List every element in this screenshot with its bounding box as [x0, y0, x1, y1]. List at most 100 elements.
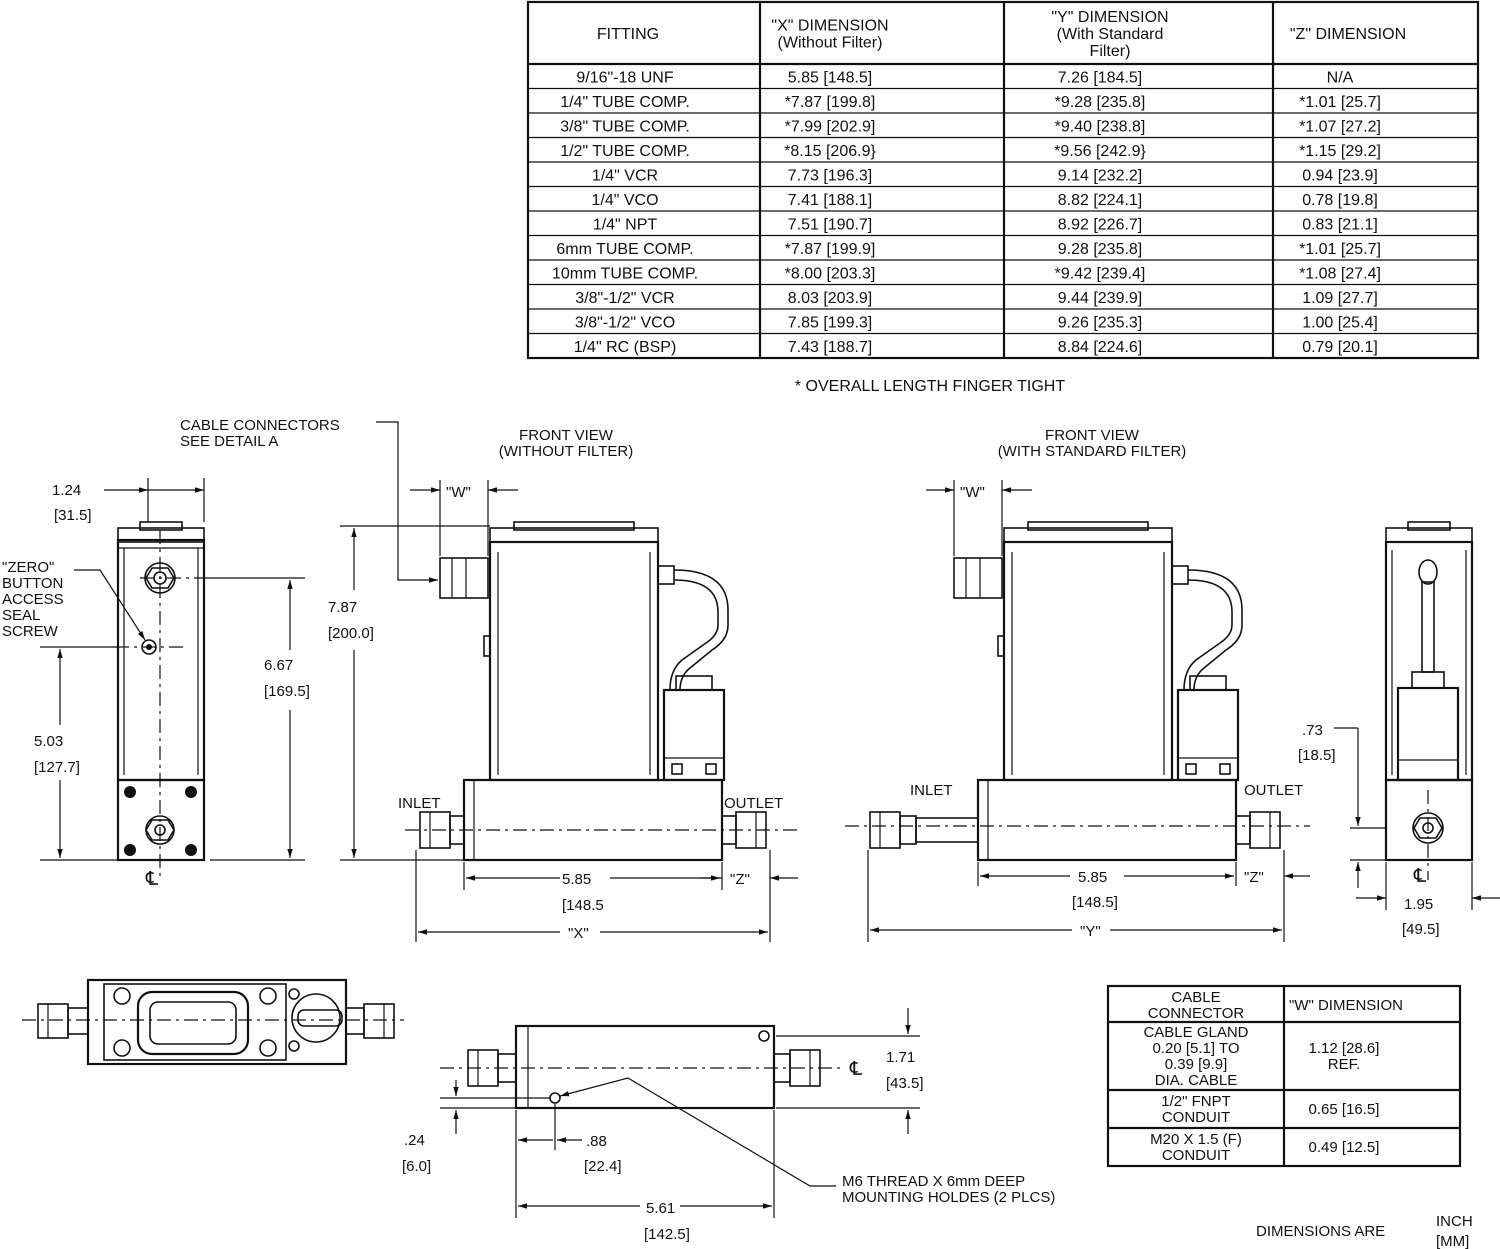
table-cell: *9.28 [235.8]: [1055, 94, 1146, 111]
table-header-cell: "Y" DIMENSION: [1051, 9, 1168, 26]
dim-169-5: [169.5]: [264, 683, 310, 700]
outlet-label: OUTLET: [724, 795, 783, 812]
units-label: INCH: [1436, 1213, 1473, 1230]
w-table-connector-cell: 1/2" FNPT: [1161, 1093, 1231, 1110]
table-cell: *8.00 [203.3]: [785, 265, 876, 282]
dim-127-7: [127.7]: [34, 759, 80, 776]
cable-connectors-label: CABLE CONNECTORS: [180, 417, 340, 434]
end-view-right: [1384, 521, 1474, 880]
bottom-view-dimensions: 1.71 [43.5] .24 [6.0] .88 [22.4] 5.61 [1…: [402, 1008, 1055, 1243]
w-table-dimension-cell: REF.: [1328, 1056, 1361, 1073]
w-table-connector-cell: CONDUIT: [1162, 1109, 1230, 1126]
table-cell: 9.26 [235.3]: [1058, 314, 1143, 331]
w-table-connector-cell: CABLE GLAND: [1143, 1024, 1248, 1041]
end-view-left: [115, 521, 206, 880]
dim-7-87: 7.87: [328, 599, 357, 616]
table-cell: *1.01 [25.7]: [1299, 241, 1381, 258]
table-cell: *1.15 [29.2]: [1299, 143, 1381, 160]
front-view-without-filter: FRONT VIEW(WITHOUT FILTER) INLET OUTLET: [398, 427, 800, 862]
table-cell: 9.44 [239.9]: [1058, 290, 1143, 307]
table-cell: 9/16"-18 UNF: [576, 69, 674, 86]
dim-18-5: [18.5]: [1298, 747, 1336, 764]
table-cell: 5.85 [148.5]: [788, 69, 873, 86]
table-cell: 1.00 [25.4]: [1302, 314, 1378, 331]
outlet-label-b: OUTLET: [1244, 782, 1303, 799]
table-header-cell: (With Standard: [1057, 26, 1164, 43]
mounting-holes-label: MOUNTING HOLDES (2 PLCS): [842, 1189, 1055, 1206]
dim-6-0: [6.0]: [402, 1158, 431, 1175]
inlet-label: INLET: [398, 795, 441, 812]
table-cell: *9.56 [242.9}: [1054, 143, 1146, 160]
dim-148-5-a: [148.5: [562, 897, 604, 914]
centerline-symbol-bottom: ℄: [849, 1059, 863, 1080]
table-cell: 10mm TUBE COMP.: [552, 265, 698, 282]
w-table-connector-cell: M20 X 1.5 (F): [1150, 1131, 1242, 1148]
dim-73: .73: [1302, 722, 1323, 739]
table-cell: 8.03 [203.9]: [788, 290, 873, 307]
end-view-right-dimensions: .73 [18.5] 1.95 [49.5] ℄: [1298, 722, 1500, 938]
table-cell: 1/4" NPT: [593, 216, 658, 233]
top-view: [22, 978, 404, 1066]
w-dim-label-b: "W": [960, 484, 985, 501]
table-cell: *7.99 [202.9]: [785, 118, 876, 135]
mounting-holes-label: M6 THREAD X 6mm DEEP: [842, 1173, 1025, 1190]
table-header-cell: (Without Filter): [778, 35, 883, 52]
dim-43-5: [43.5]: [886, 1075, 924, 1092]
dim-49-5: [49.5]: [1402, 921, 1440, 938]
table-cell: 8.92 [226.7]: [1058, 216, 1143, 233]
dim-1-24: 1.24: [52, 482, 81, 499]
w-table-dimension-cell: 0.49 [12.5]: [1309, 1139, 1380, 1156]
fitting-dimension-table: FITTING"X" DIMENSION(Without Filter)"Y" …: [526, 0, 1480, 395]
x-dim-label: "X": [568, 925, 589, 942]
front-view-with-filter-dimensions: "W" 5.85 [148.5] "Z" "Y": [867, 480, 1310, 942]
front-view-title: FRONT VIEW: [1045, 427, 1140, 444]
w-table-connector-cell: 0.20 [5.1] TO: [1152, 1040, 1239, 1057]
zero-button-label: SEAL: [2, 607, 40, 624]
centerline-symbol: ℄: [145, 869, 159, 890]
centerline-symbol-right: ℄: [1413, 866, 1427, 887]
table-cell: 7.73 [196.3]: [788, 167, 873, 184]
w-table-dimension-cell: 1.12 [28.6]: [1309, 1040, 1380, 1057]
dim-142-5: [142.5]: [644, 1226, 690, 1243]
table-cell: 0.83 [21.1]: [1302, 216, 1378, 233]
table-cell: *9.42 [239.4]: [1055, 265, 1146, 282]
table-header-cell: Filter): [1090, 43, 1131, 60]
dim-88: .88: [586, 1133, 607, 1150]
table-cell: 9.28 [235.8]: [1058, 241, 1143, 258]
front-view-title: (WITHOUT FILTER): [499, 443, 633, 460]
zero-button-label: "ZERO": [2, 559, 54, 576]
w-table-dimension-cell: 0.65 [16.5]: [1309, 1101, 1380, 1118]
table-footnote: * OVERALL LENGTH FINGER TIGHT: [795, 378, 1066, 395]
w-table-connector-cell: DIA. CABLE: [1155, 1072, 1238, 1089]
dim-22-4: [22.4]: [584, 1158, 622, 1175]
table-cell: *7.87 [199.8]: [785, 94, 876, 111]
front-view-title: (WITH STANDARD FILTER): [998, 443, 1187, 460]
w-table-header-cell: CONNECTOR: [1148, 1005, 1245, 1022]
zero-button-label: BUTTON: [2, 575, 63, 592]
table-cell: 7.26 [184.5]: [1058, 69, 1143, 86]
table-cell: *9.40 [238.8]: [1055, 118, 1146, 135]
table-cell: 1.09 [27.7]: [1302, 290, 1378, 307]
table-cell: 1/4" VCO: [591, 192, 658, 209]
table-cell: *1.08 [27.4]: [1299, 265, 1381, 282]
z-dim-label-a: "Z": [730, 871, 750, 888]
zero-button-label: SCREW: [2, 623, 59, 640]
table-cell: 7.85 [199.3]: [788, 314, 873, 331]
w-table-header-cell: "W" DIMENSION: [1289, 997, 1403, 1014]
table-cell: 1/4" TUBE COMP.: [560, 94, 690, 111]
dim-6-67: 6.67: [264, 657, 293, 674]
table-cell: 9.14 [232.2]: [1058, 167, 1143, 184]
table-cell: 6mm TUBE COMP.: [556, 241, 693, 258]
table-cell: 0.94 [23.9]: [1302, 167, 1378, 184]
front-view-title: FRONT VIEW: [519, 427, 614, 444]
dim-148-5-b: [148.5]: [1072, 894, 1118, 911]
inlet-label-b: INLET: [910, 782, 953, 799]
table-cell: *7.87 [199.9]: [785, 241, 876, 258]
table-cell: 0.78 [19.8]: [1302, 192, 1378, 209]
table-header-cell: "X" DIMENSION: [771, 18, 888, 35]
units-label: [MM]: [1436, 1233, 1469, 1249]
table-cell: *8.15 [206.9}: [784, 143, 876, 160]
bottom-view: ℄: [440, 1024, 863, 1110]
